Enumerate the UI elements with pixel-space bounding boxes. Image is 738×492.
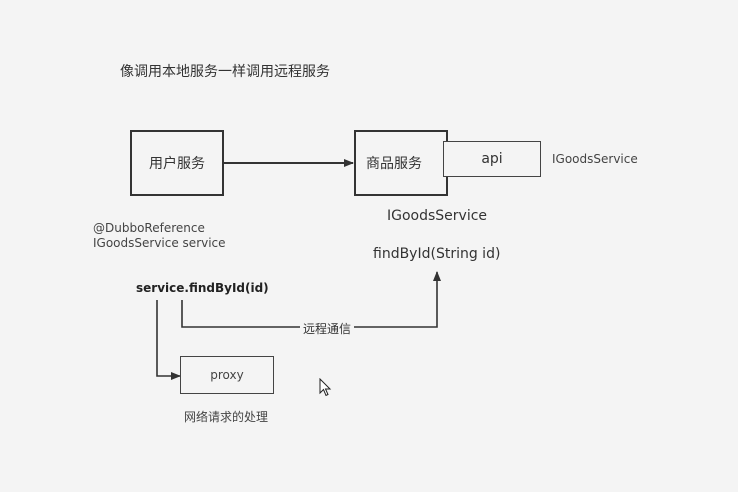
proxy-label: proxy <box>210 368 244 382</box>
call-to-proxy-arrow <box>156 300 181 380</box>
goods-interface-name: IGoodsService <box>387 208 488 224</box>
proxy-caption: 网络请求的处理 <box>184 410 269 424</box>
service-field-declaration: IGoodsService service <box>93 236 226 250</box>
remote-call-label: 远程通信 <box>300 320 355 337</box>
user-service-label: 用户服务 <box>149 156 205 172</box>
api-box: api <box>443 141 541 177</box>
api-interface-label: IGoodsService <box>552 152 638 166</box>
api-label: api <box>481 151 503 167</box>
user-service-box: 用户服务 <box>130 130 224 196</box>
mouse-pointer-icon <box>319 378 332 397</box>
goods-service-label: 商品服务 <box>366 156 422 172</box>
proxy-box: proxy <box>180 356 274 394</box>
goods-service-box: 商品服务 <box>354 130 448 196</box>
diagram-title: 像调用本地服务一样调用远程服务 <box>120 64 330 80</box>
service-call-expression: service.findById(id) <box>136 281 269 295</box>
goods-method-signature: findById(String id) <box>373 246 501 262</box>
dubbo-reference-annotation: @DubboReference <box>93 221 205 235</box>
